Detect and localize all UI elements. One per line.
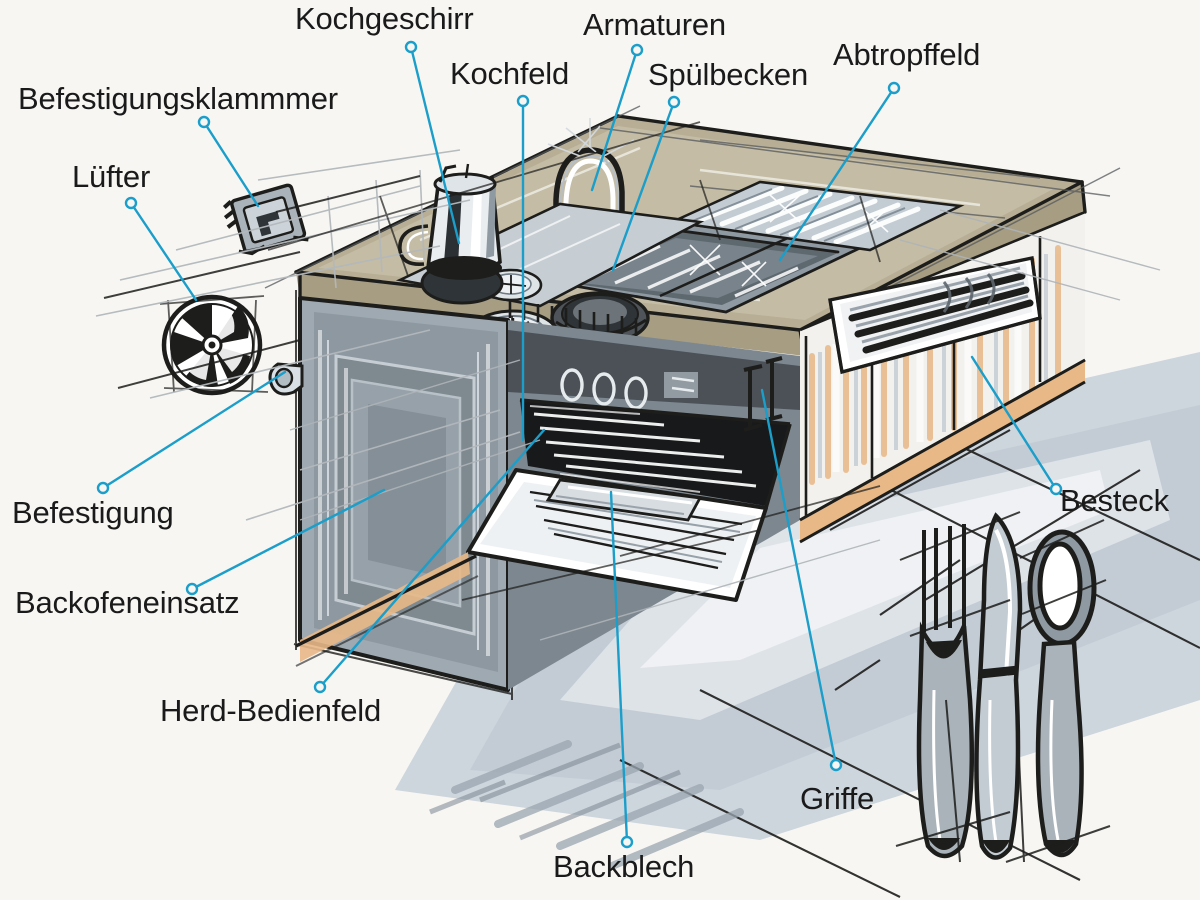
callout-label-herd-bedienfeld[interactable]: Herd-Bedienfeld [160, 693, 382, 728]
callout-label-kochgeschirr[interactable]: Kochgeschirr [295, 1, 474, 36]
cookware-pot [398, 163, 502, 280]
mounting-construction-lines [95, 149, 521, 521]
leader-dot-kochgeschirr [404, 40, 418, 54]
leader-line-befestigungsklammmer [202, 120, 260, 208]
leader-line-backblech [609, 490, 629, 844]
leader-dot-besteck [1049, 482, 1063, 496]
spoon [1027, 529, 1097, 858]
callout-label-griffe[interactable]: Griffe [800, 781, 875, 816]
callout-label-backofeneinsatz[interactable]: Backofeneinsatz [15, 585, 240, 620]
leader-line-besteck [970, 355, 1058, 491]
cutlery-drawer [828, 255, 1042, 375]
leader-line-abtropffeld [778, 86, 896, 262]
sink-basin [535, 220, 867, 314]
leader-dot-griffe [829, 758, 843, 772]
leader-dot-spuelbecken [667, 95, 681, 109]
leader-line-luefter [129, 201, 198, 302]
leader-line-backofeneinsatz [190, 488, 386, 591]
leader-line-herd-bedienfeld [318, 428, 546, 689]
leader-line-befestigung [101, 370, 287, 490]
oven-range-body [268, 290, 800, 700]
leader-dot-backblech [620, 835, 634, 849]
leader-line-spuelbecken [611, 100, 676, 272]
callout-label-befestigung[interactable]: Befestigung [12, 495, 174, 530]
baking-tray [545, 478, 703, 522]
leader-dot-kochfeld [516, 94, 530, 108]
fork [916, 524, 975, 859]
mounting-clip [222, 183, 309, 256]
sketch-overstrokes-light [289, 209, 1161, 641]
callout-label-spuelbecken[interactable]: Spülbecken [648, 57, 809, 92]
leader-line-griffe [760, 388, 838, 767]
mounting-ink-lines [103, 175, 421, 389]
leader-dot-herd-bedienfeld [313, 680, 327, 694]
leader-line-armaturen [590, 48, 639, 192]
callout-label-besteck[interactable]: Besteck [1060, 483, 1169, 518]
callout-label-befestigungsklammmer[interactable]: Befestigungsklammmer [18, 81, 338, 116]
cutlery-set [895, 511, 1111, 863]
callout-label-armaturen[interactable]: Armaturen [583, 7, 726, 42]
callout-label-abtropffeld[interactable]: Abtropffeld [833, 37, 981, 72]
leader-dot-armaturen [630, 43, 644, 57]
leader-line-kochgeschirr [409, 45, 461, 245]
callout-label-luefter[interactable]: Lüfter [72, 159, 151, 194]
callout-label-kochfeld[interactable]: Kochfeld [450, 56, 570, 91]
leader-dot-backofeneinsatz [185, 582, 199, 596]
leader-dot-luefter [124, 196, 138, 210]
leader-dot-abtropffeld [887, 81, 901, 95]
oven-control-knobs [560, 368, 698, 410]
callout-label-backblech[interactable]: Backblech [553, 849, 695, 884]
drainboard [667, 180, 965, 252]
leader-dot-befestigungsklammmer [197, 115, 211, 129]
leader-dot-befestigung [96, 481, 110, 495]
sketch-overstrokes [267, 121, 881, 601]
